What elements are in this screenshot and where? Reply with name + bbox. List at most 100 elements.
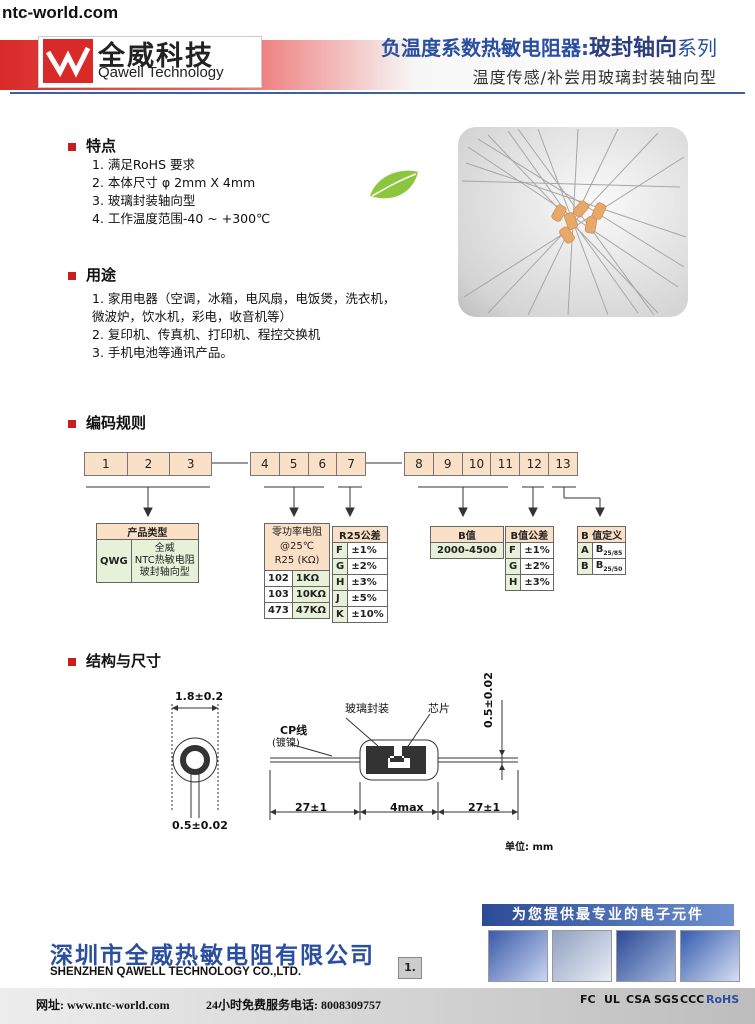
code-digit: 6	[309, 453, 338, 475]
code-group-resistance: 4 5 6 7	[250, 452, 366, 476]
thermistor-photo-icon	[461, 128, 687, 316]
table-header: R25公差	[332, 526, 388, 543]
usage-heading: 用途	[68, 264, 116, 285]
thumbnail-image	[616, 930, 676, 982]
table-cell: G	[504, 558, 522, 575]
code-group-b: 8 9 10 11 12 13	[404, 452, 578, 476]
features-heading: 特点	[68, 135, 116, 156]
table-cell: F	[504, 542, 522, 559]
chip-label: 芯片	[428, 702, 450, 715]
list-item: 1. 满足RoHS 要求	[92, 157, 195, 172]
table-cell: 全威 NTC热敏电阻 玻封轴向型	[130, 539, 199, 583]
company-name-en: SHENZHEN QAWELL TECHNOLOGY CO.,LTD.	[50, 966, 302, 978]
table-cell: 102	[264, 570, 293, 587]
lead-length-left: 27±1	[295, 801, 328, 814]
table-cell: ±3%	[347, 574, 388, 591]
hotline-text: 24小时免费服务电话: 8008309757	[206, 998, 381, 1012]
table-cell: 2000-4500	[430, 542, 504, 559]
table-cell: B25/50	[591, 558, 627, 575]
table-cell: ±2%	[347, 558, 388, 575]
rohs-icon: RoHS	[706, 993, 740, 1006]
code-digit: 4	[251, 453, 280, 475]
footer-bar	[0, 988, 755, 1024]
code-digit: 13	[555, 457, 571, 471]
ccc-icon: CCC	[680, 993, 705, 1006]
table-cell: ±1%	[347, 542, 388, 559]
code-digit: 10	[463, 453, 492, 475]
table-header: 产品类型	[96, 523, 199, 540]
r25-tolerance-table: R25公差 F±1% G±2% H±3% J±5% K±10%	[331, 526, 388, 623]
table-header: B值公差	[505, 526, 554, 543]
code-group-product: 1 2 3	[84, 452, 212, 476]
table-cell: ±3%	[520, 574, 554, 591]
header-rule	[10, 92, 745, 94]
table-cell: A	[577, 542, 593, 559]
logo-icon	[43, 39, 93, 83]
list-item: 3. 手机电池等通讯产品。	[92, 345, 233, 360]
company-name-cn: 深圳市全威热敏电阻有限公司	[50, 943, 375, 969]
page-number: 1.	[398, 957, 422, 979]
code-digit: 7	[347, 457, 355, 471]
logo-cn: 全威科技	[98, 41, 214, 72]
table-cell: ±1%	[520, 542, 554, 559]
table-cell: K	[331, 606, 349, 623]
title-suffix: 系列	[677, 36, 717, 60]
page-subtitle: 温度传感/补尝用玻璃封装轴向型	[472, 68, 717, 87]
glass-label: 玻璃封装	[345, 702, 389, 715]
table-cell: 1KΩ	[291, 570, 331, 587]
title-prefix: 负温度系数热敏电阻器:	[380, 36, 589, 60]
product-thumbnails	[488, 930, 740, 982]
site-domain: ntc-world.com	[2, 3, 119, 22]
title-highlight: 玻封轴向	[588, 36, 677, 61]
lead-diameter-label: 0.5±0.02	[172, 819, 228, 832]
thumbnail-image	[680, 930, 740, 982]
thumbnail-image	[488, 930, 548, 982]
fc-icon: FC	[580, 993, 596, 1006]
logo-en: Qawell Technology	[98, 64, 224, 81]
cross-section-drawing	[171, 704, 219, 818]
table-cell: F	[331, 542, 349, 559]
table-cell: 103	[264, 586, 293, 603]
coding-connectors	[86, 462, 605, 518]
code-digit: 5	[280, 453, 309, 475]
unit-label: 单位: mm	[505, 842, 554, 853]
list-item: 2. 本体尺寸 φ 2mm X 4mm	[92, 175, 256, 190]
table-cell: H	[331, 574, 349, 591]
code-digit: 2	[128, 453, 171, 475]
table-cell: 473	[264, 602, 293, 619]
code-digit: 3	[186, 457, 195, 471]
structure-heading: 结构与尺寸	[68, 650, 161, 671]
product-photo	[458, 127, 688, 317]
table-cell: ±2%	[520, 558, 554, 575]
list-item: 3. 玻璃封装轴向型	[92, 193, 196, 208]
table-cell: H	[504, 574, 522, 591]
sgs-icon: SGS	[654, 993, 679, 1006]
cp-wire-label: CP线	[280, 724, 308, 737]
bullet-square-icon	[68, 142, 76, 151]
table-header: B 值定义	[576, 526, 627, 543]
body-length: 4max	[390, 801, 424, 814]
csa-icon: CSA	[626, 993, 651, 1006]
wire-diameter-label: 0.5±0.02	[482, 672, 495, 728]
bullet-square-icon	[68, 271, 76, 280]
leaf-icon	[370, 170, 418, 199]
b-value-table: B值 2000-4500	[430, 526, 504, 559]
table-cell: 47KΩ	[291, 602, 331, 619]
coding-heading: 编码规则	[68, 412, 146, 433]
list-item: 2. 复印机、传真机、打印机、程控交换机	[92, 327, 321, 342]
lead-length-right: 27±1	[468, 801, 501, 814]
table-header: 零功率电阻 @25℃ R25 (KΩ)	[263, 523, 331, 571]
website-text: 网址: www.ntc-world.com	[36, 998, 170, 1012]
diameter-label: 1.8±0.2	[175, 690, 224, 703]
table-cell: ±10%	[347, 606, 388, 623]
list-item: 4. 工作温度范围-40 ~ +300℃	[92, 211, 271, 226]
table-cell: ±5%	[347, 590, 388, 607]
table-cell: QWG	[96, 539, 132, 583]
code-digit: 9	[434, 453, 463, 475]
features-list: 1. 满足RoHS 要求 2. 本体尺寸 φ 2mm X 4mm 3. 玻璃封装…	[92, 156, 270, 228]
product-type-table: 产品类型 QWG 全威 NTC热敏电阻 玻封轴向型	[96, 523, 199, 583]
list-item: 1. 家用电器（空调，冰箱，电风扇，电饭煲，洗衣机，	[92, 291, 396, 306]
cp-wire-sub: (镀镍)	[272, 738, 300, 749]
table-cell: J	[331, 590, 349, 607]
